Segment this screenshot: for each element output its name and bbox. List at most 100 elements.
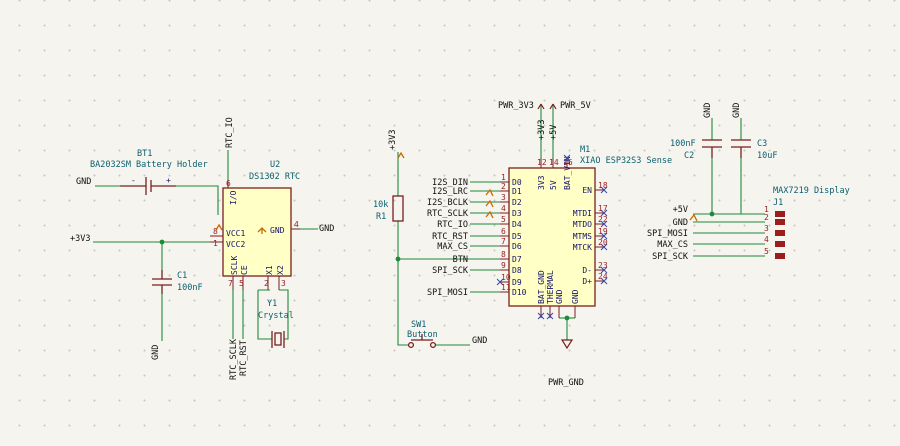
junction-dots <box>159 211 715 321</box>
net-rtc-rst-u2: RTC_RST <box>239 340 249 376</box>
r1-value: 10k <box>373 200 388 210</box>
j1-pin-number: 2 <box>764 213 769 222</box>
m1-pin-label: EN <box>582 186 592 195</box>
m1-pin-number: 2 <box>501 182 506 191</box>
m1-pin-number: 16 <box>563 158 573 167</box>
net-gnd-u2: GND <box>319 224 334 234</box>
u2-value: DS1302 RTC <box>249 172 300 182</box>
capacitor-c2[interactable]: GND 100nF C2 <box>670 103 722 161</box>
crystal-y1[interactable]: Y1 Crystal <box>258 299 294 348</box>
j1-net-label: SPI_SCK <box>652 252 689 262</box>
svg-text:+: + <box>166 176 171 185</box>
net-gnd-c2: GND <box>703 103 713 118</box>
c3-value: 10uF <box>757 151 777 161</box>
m1-pin-label: D6 <box>512 242 522 251</box>
capacitor-c3[interactable]: GND C3 10uF <box>731 103 777 161</box>
m1-pin-number: 9 <box>501 261 506 270</box>
net-3v3-m1: +3V3 <box>537 120 547 140</box>
u2-vcc-flag-icon <box>215 223 223 231</box>
svg-text:3: 3 <box>281 279 286 288</box>
m1-ref: M1 <box>580 145 590 155</box>
m1-pin-label: D5 <box>512 232 522 241</box>
svg-text:X1: X1 <box>265 265 274 275</box>
u2-flag-icon <box>257 227 267 234</box>
rtc-u2[interactable]: U2 DS1302 RTC I/O 6 VCC1 8 VCC2 1 GND 4 … <box>210 117 334 380</box>
net-gnd-sw1: GND <box>472 336 487 346</box>
battery-bt1[interactable]: BT1 BA2032SM Battery Holder - + GND <box>76 149 208 195</box>
j1-value: MAX7219 Display <box>773 186 850 196</box>
net-pwr-5v: PWR_5V <box>560 101 591 111</box>
flag-icon <box>485 188 494 197</box>
net-pwr-3v3: PWR_3V3 <box>498 101 534 111</box>
resistor-r1[interactable]: +3V3 10k R1 <box>373 130 405 222</box>
c1-ref: C1 <box>177 271 187 281</box>
j1-pin-number: 1 <box>764 205 769 214</box>
j1-pin-body <box>775 253 785 259</box>
no-connect-icon <box>546 312 554 320</box>
no-connect-icon <box>537 312 545 320</box>
j1-net-label: MAX_CS <box>657 240 688 250</box>
r1-power-flag-icon <box>397 151 405 159</box>
m1-pin-number: 8 <box>501 250 506 259</box>
m1-pin-label: MTDO <box>573 220 592 229</box>
j1-pin-body <box>775 211 785 217</box>
m1-pin-label: D4 <box>512 220 522 229</box>
net-gnd-c1: GND <box>151 345 161 360</box>
m1-net-label: RTC_IO <box>437 220 468 230</box>
wires <box>93 105 765 346</box>
m1-net-label: BTN <box>453 255 468 265</box>
r1-ref: R1 <box>376 212 386 222</box>
svg-text:6: 6 <box>226 179 231 188</box>
svg-text:7: 7 <box>228 279 233 288</box>
m1-pin-label: D+ <box>582 277 592 286</box>
pwr-gnd-symbol-icon <box>560 339 574 350</box>
j1-gnd-flag-icon <box>689 213 698 222</box>
j1-pin-number: 5 <box>764 247 769 256</box>
m1-pin-label: THERMAL <box>546 270 555 304</box>
no-connect-icon <box>600 186 608 194</box>
net-5v-m1: +5V <box>549 125 559 140</box>
m1-pin-label: MTCK <box>573 243 592 252</box>
m1-net-label: RTC_SCLK <box>427 209 469 219</box>
svg-text:X2: X2 <box>276 265 285 275</box>
j1-net-label: GND <box>673 218 688 228</box>
svg-text:4: 4 <box>294 220 299 229</box>
m1-pin-label: D- <box>582 266 592 275</box>
flag-icon <box>485 210 494 219</box>
m1-pins: D01I2S_DIND12I2S_LRCD23I2S_BCLKD34RTC_SC… <box>427 120 608 320</box>
svg-text:CE: CE <box>240 265 249 275</box>
m1-pin-label: D2 <box>512 198 522 207</box>
m1-pin-number: 19 <box>598 227 608 236</box>
net-gnd-c3: GND <box>732 103 742 118</box>
m1-pin-number: 20 <box>598 238 608 247</box>
no-connect-icon <box>600 277 608 285</box>
net-rtc-sclk-u2: RTC_SCLK <box>229 338 239 380</box>
m1-pin-number: 17 <box>598 204 608 213</box>
m1-net-label: I2S_DIN <box>432 178 468 188</box>
svg-text:2: 2 <box>264 279 269 288</box>
m1-pin-number: 22 <box>598 215 608 224</box>
m1-pin-number: 18 <box>598 181 608 190</box>
m1-pin-label: MTDI <box>573 209 592 218</box>
m1-pin-label: GND <box>571 289 580 304</box>
button-sw1[interactable]: SW1 Button GND <box>407 320 487 349</box>
svg-text:8: 8 <box>213 227 218 236</box>
sw1-ref: SW1 <box>411 320 426 330</box>
connector-j1[interactable]: MAX7219 Display J1 1+5V2GND3SPI_MOSI4MAX… <box>647 186 850 262</box>
svg-text:5: 5 <box>239 279 244 288</box>
m1-pin-label: D0 <box>512 178 522 187</box>
c2-ref: C2 <box>684 151 694 161</box>
m1-value: XIAO ESP32S3 Sense <box>580 156 672 166</box>
m1-pin-number: 10 <box>501 273 511 282</box>
m1-pin-label: D10 <box>512 288 527 297</box>
m1-pin-label: D8 <box>512 266 522 275</box>
m1-pin-number: 7 <box>501 237 506 246</box>
m1-body <box>508 167 596 307</box>
xiao-esp32s3-m1[interactable]: M1 XIAO ESP32S3 Sense D01I2S_DIND12I2S_L… <box>427 101 672 388</box>
m1-net-label: RTC_RST <box>432 232 468 242</box>
svg-text:-: - <box>131 176 136 185</box>
svg-text:VCC1: VCC1 <box>226 229 245 238</box>
capacitor-c1[interactable]: C1 100nF GND <box>151 270 203 360</box>
